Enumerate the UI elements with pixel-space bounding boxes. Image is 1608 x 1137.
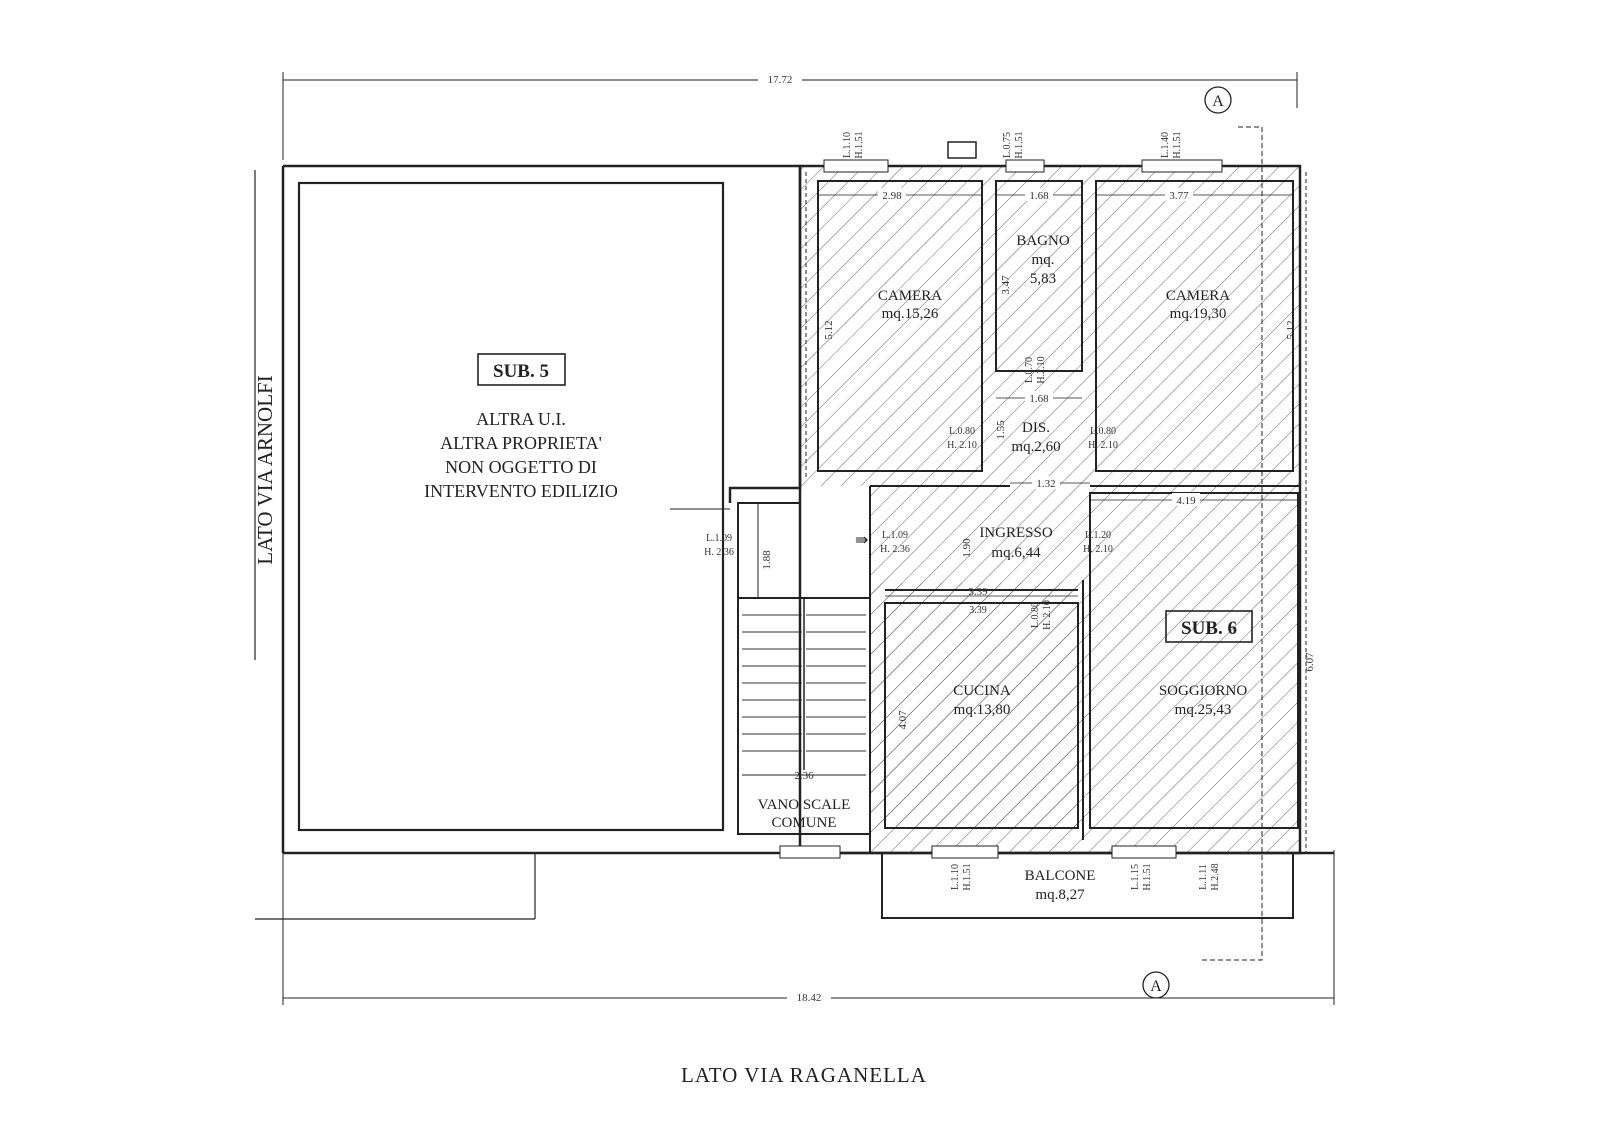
door-cucina-h: H. 2.10 [1042, 600, 1053, 630]
sub6-unit: SUB. 6 [779, 141, 1307, 859]
section-marker-bottom: A [1142, 971, 1170, 999]
door-camera2-h: H. 2.10 [1088, 440, 1118, 451]
window-5-l: L.1.15 [1130, 864, 1141, 890]
sub5-line2: ALTRA PROPRIETA' [440, 433, 602, 453]
dimension-top-overall: 17.72 [768, 74, 793, 86]
window-1-h: H.1.51 [854, 131, 865, 158]
dimension-stair-width: 2.36 [794, 770, 814, 782]
section-marker-top: A [1200, 86, 1263, 961]
sub5-line3: NON OGGETTO DI [445, 457, 597, 477]
dimension-dis-width: 1.68 [1029, 393, 1049, 405]
svg-text:A: A [1212, 93, 1224, 110]
dimension-cucina-top-a: 3.39 [968, 586, 988, 598]
balcony: BALCONE mq.8,27 [881, 853, 1294, 919]
svg-text:A: A [1150, 978, 1162, 995]
room-labels: CAMERA mq.15,26 BAGNO mq. 5,83 CAMERA mq… [878, 233, 1247, 718]
door-bagno-l: L.0.70 [1024, 357, 1035, 383]
overall-dimension-top: 17.72 [282, 72, 1298, 160]
dimension-soggiorno-top: 4.19 [1176, 495, 1196, 507]
vano-scale-line1: VANO SCALE [758, 797, 851, 813]
camera2-name: CAMERA [1166, 288, 1230, 304]
ingresso-name: INGRESSO [979, 525, 1053, 541]
sub6-label: SUB. 6 [1181, 618, 1237, 639]
dimension-ingresso-top: 1.32 [1036, 478, 1055, 490]
window-4-l: L.1.10 [950, 864, 961, 890]
door-soggiorno-h: H. 2.10 [1083, 544, 1113, 555]
sub5-label: SUB. 5 [493, 361, 549, 382]
dimension-dis-height: 1.55 [995, 420, 1007, 440]
camera1-area: mq.15,26 [882, 306, 939, 322]
door-camera2-l: L.0.80 [1090, 426, 1116, 437]
window-6-l: L.1.11 [1198, 864, 1209, 890]
dimension-camera1-width: 2.98 [882, 190, 902, 202]
door-entrance-sub5-l: L.1.09 [706, 533, 732, 544]
dimension-ingresso-height: 1.90 [961, 538, 973, 558]
vano-scale-line2: COMUNE [771, 815, 836, 831]
soggiorno-area: mq.25,43 [1175, 702, 1232, 718]
dimension-cucina-top-b: 3.39 [969, 605, 987, 616]
stairwell: 2.36 VANO SCALE COMUNE 1.88 [737, 488, 871, 835]
dis-area: mq.2,60 [1011, 439, 1060, 455]
window-3-h: H.1.51 [1172, 131, 1183, 158]
entrance-arrow-icon: ⇛ [855, 530, 868, 549]
dimension-soggiorno-height: 6.07 [1304, 652, 1316, 672]
window-tags: L.1.10 H.1.51 L.0.75 H.1.51 L.1.40 H.1.5… [842, 131, 1221, 890]
internal-dimensions: 2.98 1.68 3.77 5.12 3.47 5.12 1.68 1.55 … [818, 188, 1316, 730]
side-label-left: LATO VIA ARNOLFI [253, 375, 277, 564]
bagno-name: BAGNO [1016, 233, 1070, 249]
balcone-area: mq.8,27 [1035, 887, 1085, 903]
door-bagno-h: H.2.10 [1036, 356, 1047, 383]
camera2-area: mq.19,30 [1170, 306, 1227, 322]
dimension-cucina-height: 4.07 [897, 710, 909, 730]
stair-treads [742, 614, 866, 752]
door-camera1-h: H. 2.10 [947, 440, 977, 451]
dimension-camera2-height: 5.12 [1285, 320, 1297, 339]
window-3-l: L.1.40 [1160, 132, 1171, 158]
window-6-h: H.2.48 [1210, 863, 1221, 890]
overall-dimension-bottom: 18.42 [282, 850, 1335, 1005]
window-1-l: L.1.10 [842, 132, 853, 158]
door-soggiorno-l: L.1.20 [1085, 530, 1111, 541]
window-5-h: H.1.51 [1142, 863, 1153, 890]
window-2-h: H.1.51 [1014, 131, 1025, 158]
cucina-name: CUCINA [953, 683, 1011, 699]
balcone-name: BALCONE [1025, 868, 1096, 884]
dimension-camera1-height: 5.12 [823, 320, 835, 339]
dimension-bagno-width: 1.68 [1029, 190, 1049, 202]
window-4-h: H.1.51 [962, 863, 973, 890]
bagno-area: 5,83 [1030, 271, 1056, 287]
door-camera1-l: L.0.80 [949, 426, 975, 437]
cucina-area: mq.13,80 [954, 702, 1011, 718]
soggiorno-name: SOGGIORNO [1159, 683, 1248, 699]
sub5-line1: ALTRA U.I. [476, 409, 566, 429]
door-entrance-sub6-l: L.1.09 [882, 530, 908, 541]
door-tags: L.0.70 H.2.10 L.0.80 H. 2.10 L.0.80 H. 2… [670, 356, 1118, 630]
door-entrance-sub5-h: H. 2.36 [704, 547, 734, 558]
sub5-line4: INTERVENTO EDILIZIO [424, 481, 618, 501]
door-entrance-sub6-h: H. 2.36 [880, 544, 910, 555]
dimension-camera2-width: 3.77 [1169, 190, 1189, 202]
dis-name: DIS. [1022, 420, 1050, 436]
dimension-landing-height: 1.88 [761, 550, 773, 570]
dimension-bottom-overall: 18.42 [797, 992, 822, 1004]
window-2-l: L.0.75 [1002, 132, 1013, 158]
bagno-area-label: mq. [1032, 252, 1055, 268]
door-cucina-l: L.0.80 [1030, 602, 1041, 628]
dimension-bagno-height: 3.47 [1000, 275, 1012, 295]
sub5-unit: SUB. 5 ALTRA U.I. ALTRA PROPRIETA' NON O… [281, 164, 1334, 855]
camera1-name: CAMERA [878, 288, 942, 304]
side-label-bottom: LATO VIA RAGANELLA [681, 1063, 927, 1087]
ingresso-area: mq.6,44 [991, 545, 1041, 561]
